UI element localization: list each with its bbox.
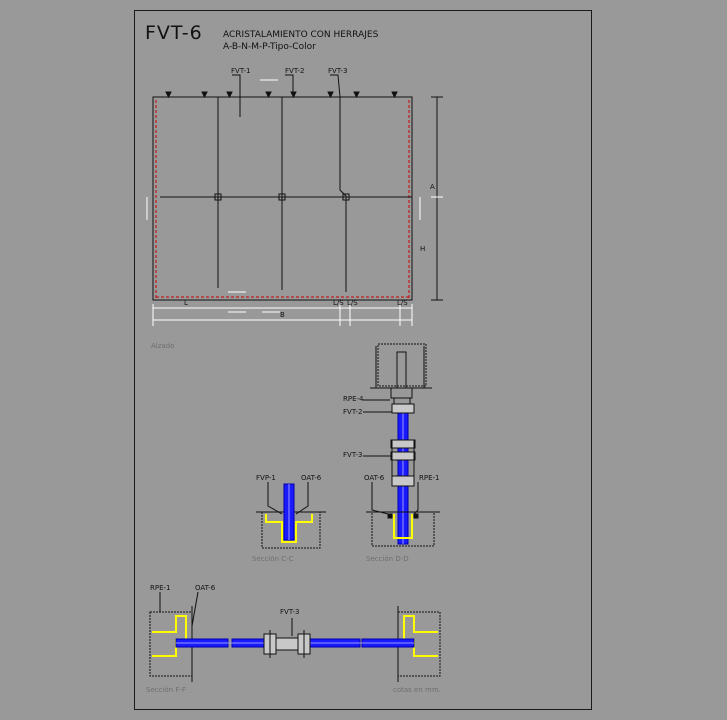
- fitting-2: [278, 193, 286, 201]
- drawing-sheet-frame: [134, 10, 592, 710]
- cc-sealant: [265, 514, 313, 543]
- label-ff-rpe1: RPE-1: [150, 584, 171, 592]
- label-dd-fvt2: FVT-2: [343, 408, 363, 416]
- dim-h: H: [420, 245, 426, 253]
- elevation-view: [146, 74, 443, 326]
- fitting-1: [214, 193, 222, 201]
- dim-ls-right: L/S: [397, 299, 408, 307]
- dim-a: A: [430, 183, 435, 191]
- caption-alzado: Alzado: [151, 342, 175, 350]
- top-clips: [165, 91, 398, 99]
- callout-fvt2: FVT-2: [285, 67, 305, 75]
- caption-section-dd: Sección D-D: [366, 555, 409, 563]
- caption-section-ff: Sección F-F: [146, 686, 186, 694]
- ff-right-sealant: [403, 615, 438, 657]
- label-ff-oat6: OAT-6: [195, 584, 216, 592]
- dim-ls-left: L/S: [333, 299, 344, 307]
- label-dd-oat6: OAT-6: [364, 474, 385, 482]
- dim-b: B: [280, 311, 285, 319]
- dim-ls-mid: L/S: [347, 299, 358, 307]
- ff-left-sealant: [152, 615, 187, 657]
- drawing-code: FVT-6: [145, 22, 203, 44]
- section-cc: [256, 482, 326, 549]
- dim-l: L: [184, 299, 188, 307]
- dd-top-block: [377, 343, 427, 387]
- dd-sealant: [393, 514, 413, 539]
- ff-fitting: [263, 633, 311, 655]
- caption-section-cc: Sección C-C: [252, 555, 294, 563]
- callout-fvt1: FVT-1: [231, 67, 251, 75]
- callout-fvt3: FVT-3: [328, 67, 348, 75]
- leader-fvt1: [232, 74, 241, 117]
- leader-fvt2: [285, 74, 294, 97]
- label-dd-rpe1: RPE-1: [419, 474, 440, 482]
- label-ff-fvt3: FVT-3: [280, 608, 300, 616]
- fitting-3: [342, 193, 350, 201]
- label-dd-fvt3: FVT-3: [343, 451, 363, 459]
- label-rpe4: RPE-4: [343, 395, 364, 403]
- label-cc-oat6: OAT-6: [301, 474, 322, 482]
- drawing-subtitle: A-B-N-M-P-Tipo-Color: [223, 42, 316, 52]
- drawing-title: ACRISTALAMIENTO CON HERRAJES: [223, 30, 379, 40]
- leader-fvt3: [330, 74, 341, 98]
- section-ff: [149, 591, 441, 682]
- section-dd: [363, 343, 440, 547]
- label-fvp1: FVP-1: [256, 474, 276, 482]
- note-units: cotas en mm.: [393, 686, 441, 694]
- vertical-joint-3: [339, 97, 347, 292]
